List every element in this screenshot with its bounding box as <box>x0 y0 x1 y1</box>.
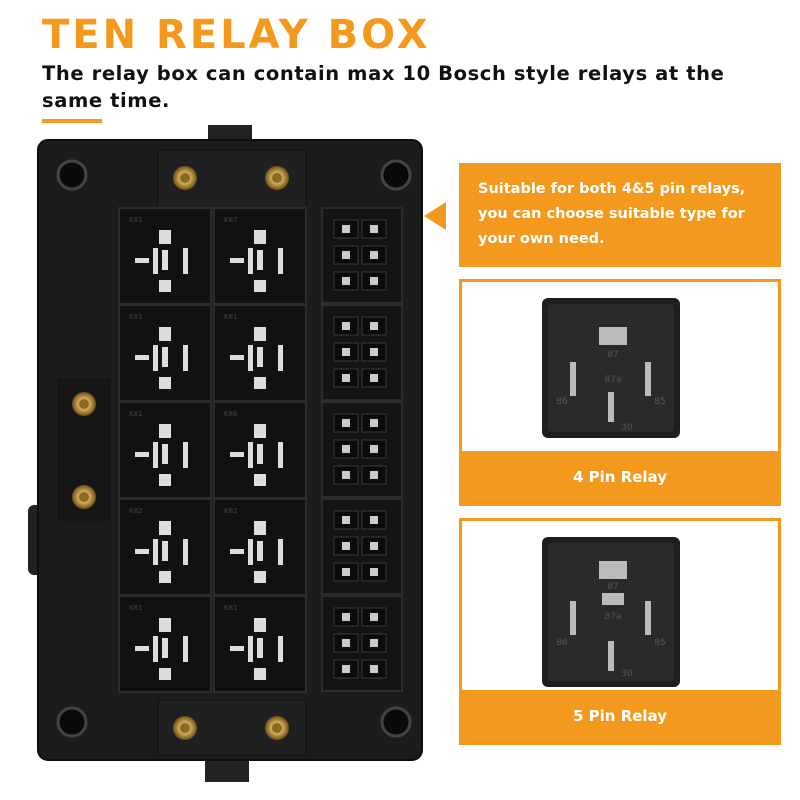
relay-socket: K82 <box>213 498 307 596</box>
pin-label: 85 <box>654 638 665 648</box>
fuse-block <box>321 304 403 401</box>
socket-mark: K82 <box>224 507 238 515</box>
four-pin-relay-label: 4 Pin Relay <box>462 451 778 503</box>
fuse-block <box>321 401 403 498</box>
relay-socket: K81 <box>118 207 212 305</box>
relay-socket: K81 <box>213 304 307 402</box>
four-pin-relay-card: 87 87a 86 85 30 4 Pin Relay <box>459 279 781 506</box>
relay-socket: K82 <box>118 498 212 596</box>
pin-label: 87 <box>607 350 618 360</box>
five-pin-relay-image: 87 87a 86 85 30 <box>542 537 680 687</box>
pin-label: 85 <box>654 397 665 407</box>
brass-insert <box>173 166 289 190</box>
callout-line: your own need. <box>478 231 605 247</box>
relay-socket: K81 <box>213 595 307 693</box>
callout-box: Suitable for both 4&5 pin relays, you ca… <box>459 163 781 267</box>
socket-mark: K81 <box>224 313 238 321</box>
socket-mark: K82 <box>129 507 143 515</box>
relay-socket: K87 <box>213 207 307 305</box>
page-subtitle: The relay box can contain max 10 Bosch s… <box>42 62 725 112</box>
five-pin-relay-label: 5 Pin Relay <box>462 690 778 742</box>
relay-socket: K81 <box>118 304 212 402</box>
callout-line: Suitable for both 4&5 pin relays, <box>478 181 746 197</box>
socket-mark: K81 <box>129 313 143 321</box>
fuse-block <box>321 207 403 304</box>
socket-mark: K86 <box>224 410 238 418</box>
socket-mark: K81 <box>224 604 238 612</box>
pin-label: 86 <box>556 397 568 407</box>
pin-label: 87a <box>605 612 622 622</box>
relay-socket: K81 <box>118 595 212 693</box>
socket-mark: K81 <box>129 216 143 224</box>
relay-socket: K81 <box>118 401 212 499</box>
socket-mark: K81 <box>129 604 143 612</box>
pin-label: 87a <box>605 375 622 385</box>
brass-insert <box>72 392 96 509</box>
callout-arrow <box>424 202 446 230</box>
title-underline <box>42 119 102 123</box>
relay-socket: K86 <box>213 401 307 499</box>
page-title: TEN RELAY BOX <box>42 12 431 58</box>
pin-label: 30 <box>621 423 633 433</box>
pin-label: 86 <box>556 638 568 648</box>
callout-line: you can choose suitable type for <box>478 206 745 222</box>
brass-insert <box>173 716 289 740</box>
fuse-block <box>321 498 403 595</box>
five-pin-relay-card: 87 87a 86 85 30 5 Pin Relay <box>459 518 781 745</box>
pin-label: 30 <box>621 669 633 679</box>
socket-mark: K87 <box>224 216 238 224</box>
four-pin-relay-image: 87 87a 86 85 30 <box>542 298 680 438</box>
fuse-column <box>321 207 403 692</box>
mounting-hole <box>56 159 412 738</box>
fuse-block <box>321 595 403 692</box>
socket-mark: K81 <box>129 410 143 418</box>
pin-label: 87 <box>607 582 618 592</box>
